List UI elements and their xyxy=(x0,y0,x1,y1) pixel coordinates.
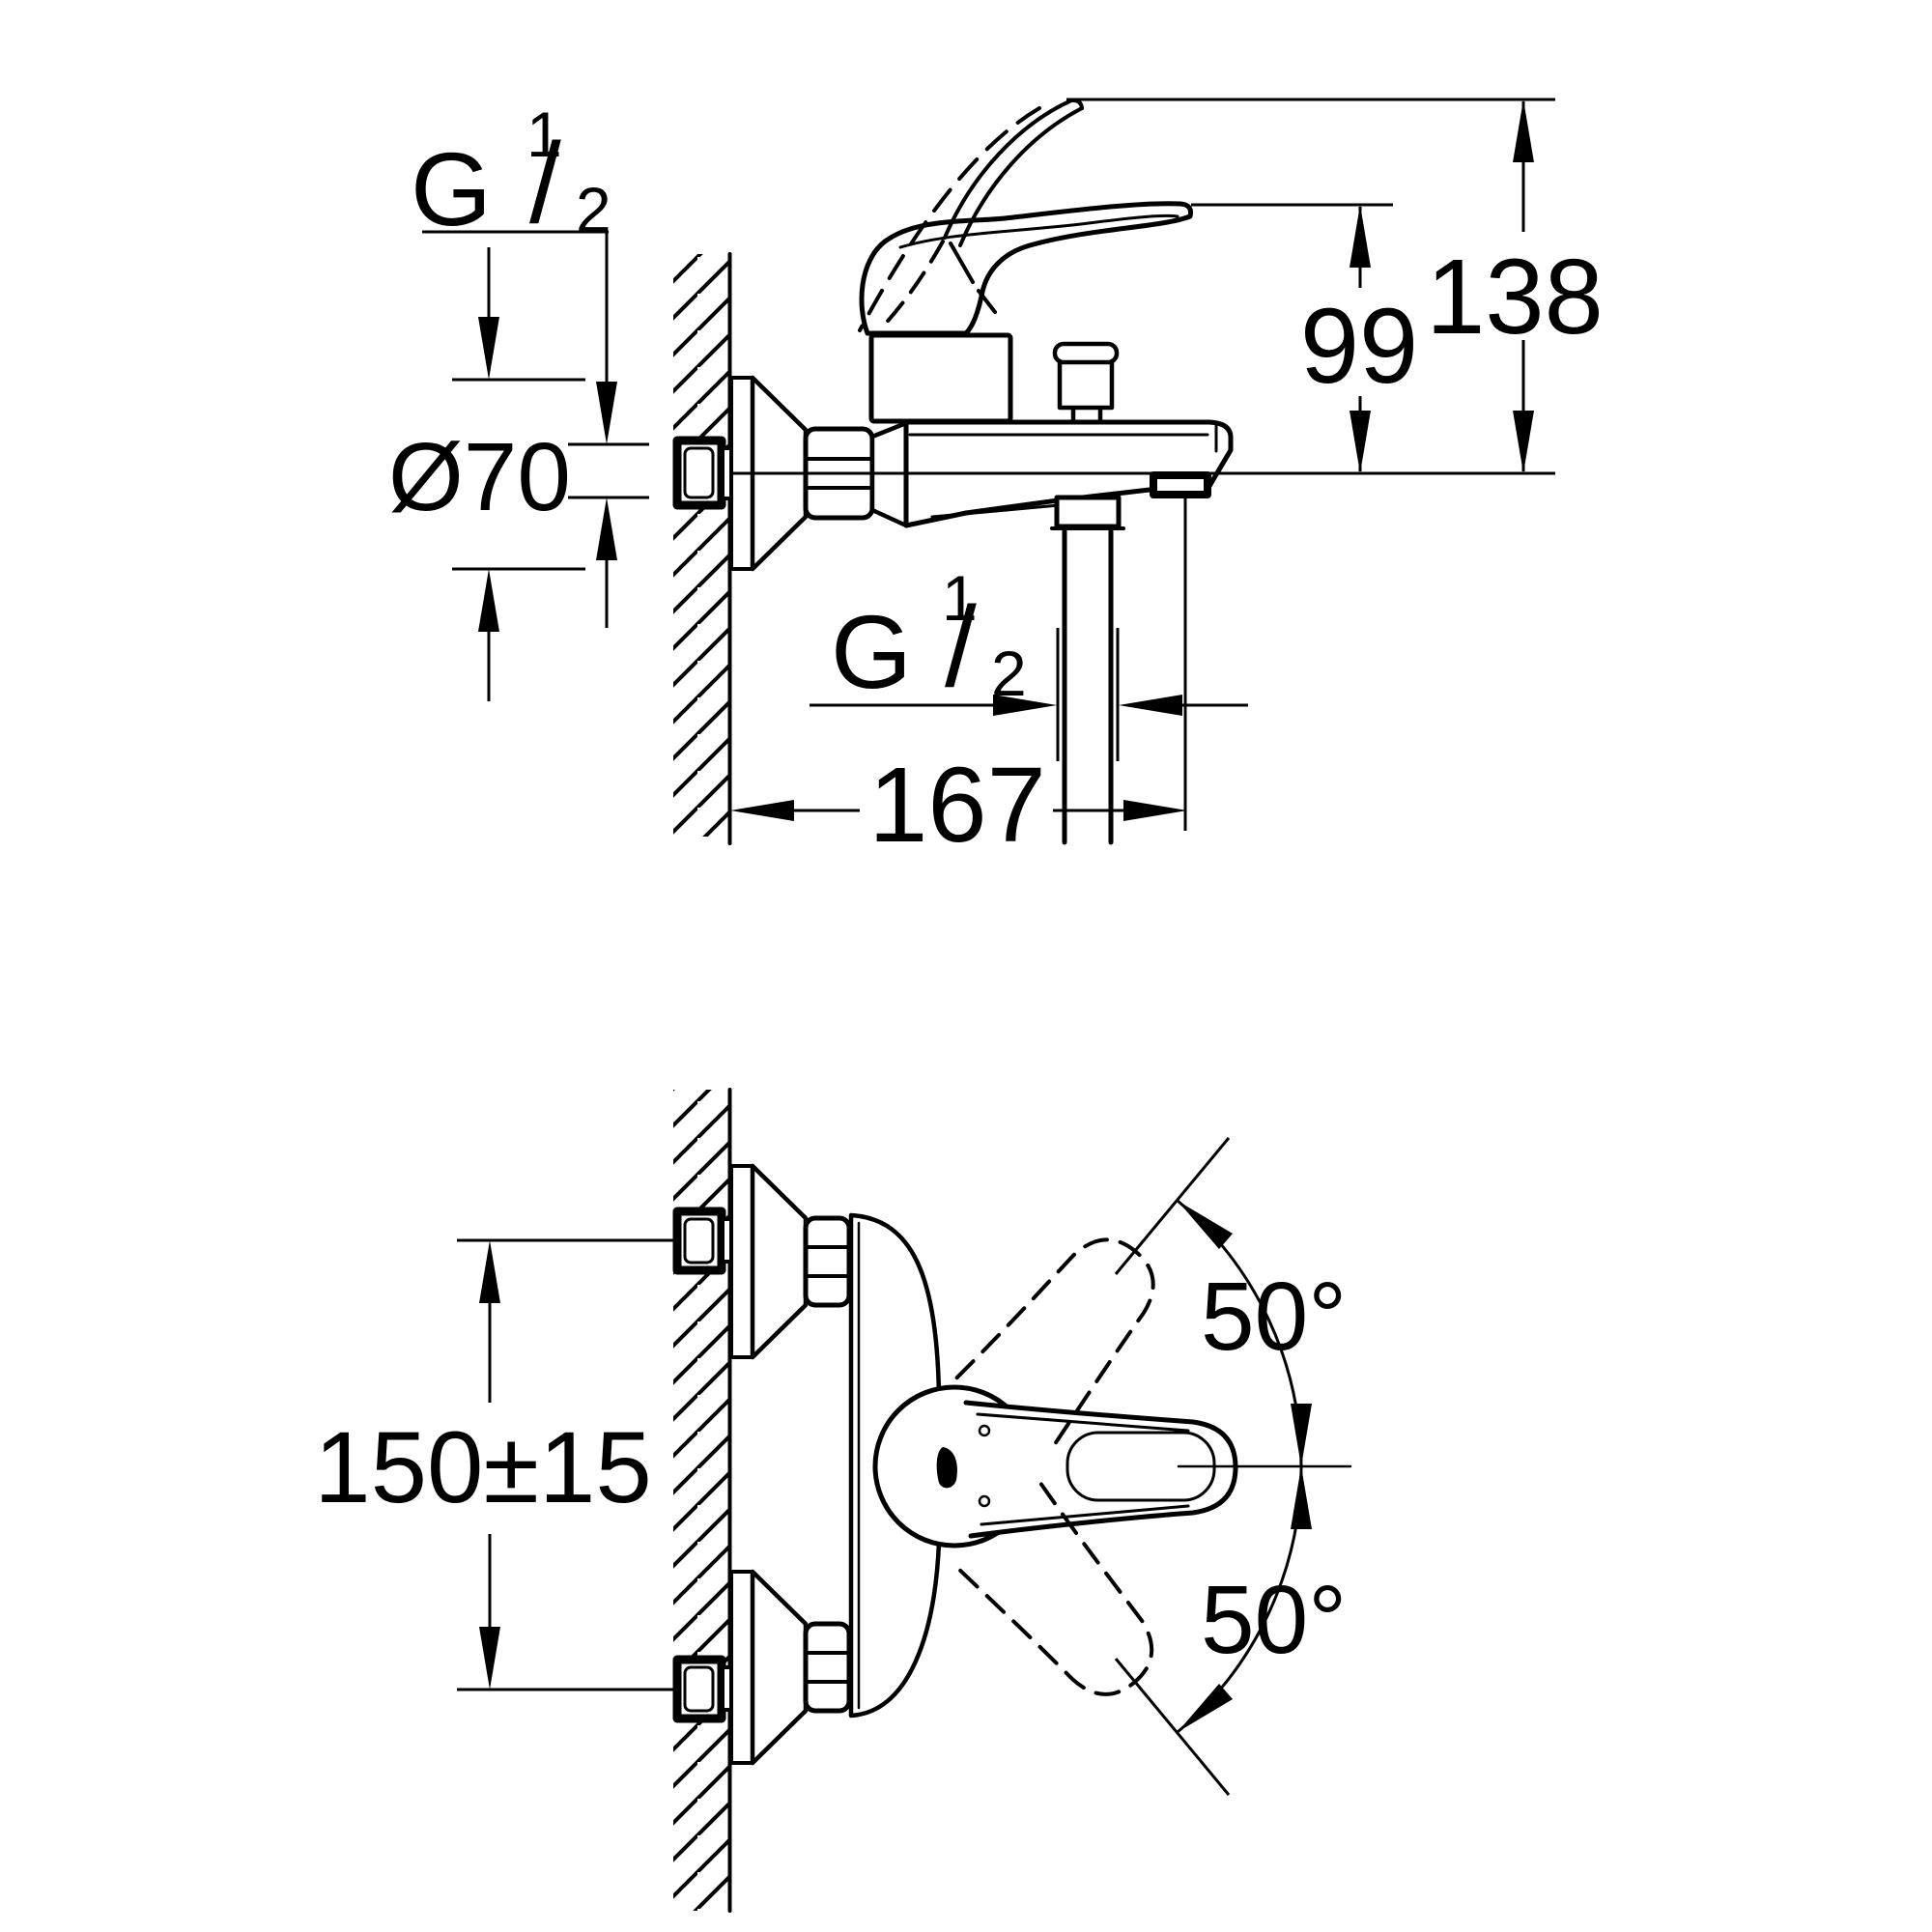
arrowhead-at-centreline xyxy=(1291,1404,1312,1466)
arrowhead-at-centreline xyxy=(1291,1466,1312,1529)
wall-hatch xyxy=(673,254,729,837)
hose-collar xyxy=(1054,495,1122,529)
dimension-label-99: 99 xyxy=(1300,287,1418,406)
dimension-167: 167 xyxy=(730,497,1187,865)
arrowhead-down xyxy=(478,317,499,380)
hidden-line-dash xyxy=(949,242,975,284)
dimension-label-167: 167 xyxy=(868,746,1046,865)
handle-lever-fill xyxy=(966,1403,1236,1536)
raised-lever-back-edge xyxy=(958,106,1084,247)
dimension-label-138: 138 xyxy=(1426,238,1604,356)
arrowhead-arc-end xyxy=(1178,1201,1233,1249)
diverter-cap xyxy=(1052,341,1120,365)
side-view: 138 99 167 Ø70 xyxy=(388,98,1604,865)
arrowhead-up xyxy=(596,497,617,560)
hidden-line-dash xyxy=(977,289,997,314)
arrowhead-arc-end xyxy=(1178,1684,1233,1732)
arrowhead-down xyxy=(1350,411,1371,473)
cartridge-housing xyxy=(868,332,1013,424)
dimension-escutcheon-diameter: Ø70 xyxy=(388,247,585,701)
extension-line xyxy=(1114,1137,1231,1275)
thread-denominator: 2 xyxy=(991,638,1027,709)
thread-letter: G xyxy=(831,593,912,710)
label-g-half-bottom: G 1 / 2 xyxy=(831,562,1027,711)
dimension-label-diameter: Ø70 xyxy=(388,423,571,531)
spout-aerator-outlet xyxy=(1150,471,1211,498)
escutcheon-plate xyxy=(729,1164,754,1359)
arrowhead-down xyxy=(1513,411,1534,473)
dimension-swivel-down-50: 50° xyxy=(1114,1465,1347,1796)
arrowhead-up xyxy=(479,1240,500,1303)
dimension-label-150: 150±15 xyxy=(314,1411,652,1524)
thread-numerator: 1 xyxy=(526,99,562,170)
diverter-body xyxy=(1057,357,1115,411)
upper-connection xyxy=(672,1163,852,1360)
raised-lever-front-edge xyxy=(943,99,1073,240)
supply-square-inner xyxy=(683,1217,715,1264)
handle-lever-raised-phantom xyxy=(858,98,1084,332)
lower-connection xyxy=(672,1569,852,1766)
arrowhead-right xyxy=(993,695,1057,716)
dimension-138: 138 xyxy=(1426,99,1604,473)
thread-numerator: 1 xyxy=(942,562,978,634)
arrowhead-up xyxy=(478,569,499,632)
arrowhead-right xyxy=(1123,800,1187,821)
shower-hose-connection xyxy=(1050,495,1125,845)
lever-inner-top-line xyxy=(976,1412,1190,1433)
arrowhead-left xyxy=(730,800,794,821)
raised-lever-hidden-edge xyxy=(879,240,945,330)
angle-label-down: 50° xyxy=(1201,1566,1347,1674)
supply-square-inner xyxy=(683,1665,715,1713)
arrowhead-down xyxy=(596,382,617,444)
dimension-outlet-thread: G 1 / 2 xyxy=(810,562,1248,761)
arrowhead-up xyxy=(1350,205,1371,268)
arrowhead-down xyxy=(479,1627,500,1690)
thread-slash: / xyxy=(945,583,977,711)
dimension-150: 150±15 xyxy=(314,1240,652,1690)
dimension-swivel-up-50: 50° xyxy=(1114,1137,1347,1467)
arrowhead-up xyxy=(1513,99,1534,162)
union-hex-nut xyxy=(803,1621,852,1714)
lever-inner-bottom-line xyxy=(980,1504,1190,1526)
brand-logo-mark xyxy=(936,1447,957,1489)
swing-arc-dashed xyxy=(858,106,1041,332)
extension-line xyxy=(1114,1658,1231,1796)
escutcheon-plate xyxy=(729,1570,754,1765)
supply-fitting xyxy=(672,436,733,510)
supply-square-inner xyxy=(683,446,715,499)
arrowhead-left xyxy=(1119,695,1182,716)
angle-label-up: 50° xyxy=(1201,1263,1347,1371)
escutcheon-cone xyxy=(750,1163,809,1360)
lever-dot xyxy=(978,1494,991,1508)
dimension-99: 99 xyxy=(1300,205,1418,473)
label-g-half-top: G 1 / 2 xyxy=(411,99,611,247)
escutcheon-cone xyxy=(750,1569,809,1766)
thread-slash: / xyxy=(529,120,561,247)
dimension-inlet-thread: G 1 / 2 xyxy=(411,99,649,628)
thread-letter: G xyxy=(411,130,492,247)
union-hex-nut xyxy=(803,1215,852,1308)
lever-dot xyxy=(978,1424,991,1437)
thread-denominator: 2 xyxy=(576,174,611,245)
plan-view: 50° 50° 150±15 xyxy=(314,1088,1352,1913)
